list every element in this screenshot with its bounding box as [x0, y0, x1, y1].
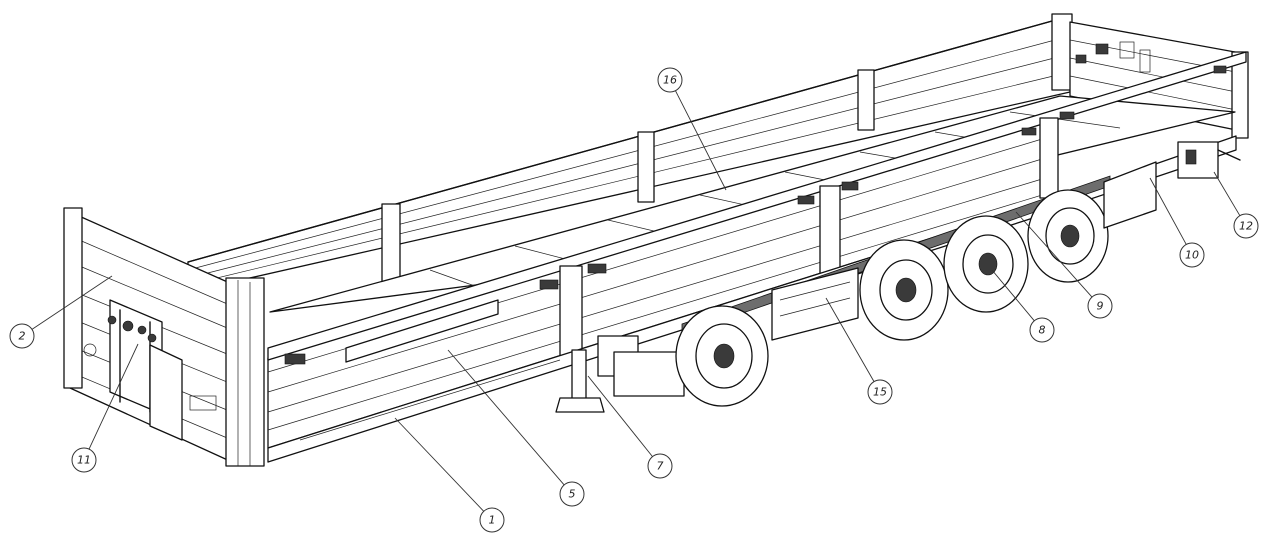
wheel-1	[675, 305, 769, 407]
callout-label: 9	[1097, 300, 1104, 313]
callout-label: 12	[1239, 220, 1253, 233]
callout-5: 5	[447, 349, 585, 507]
near-top-rail	[267, 51, 1247, 361]
far-side-wall	[187, 15, 1071, 293]
callout-leader-line	[1213, 171, 1241, 216]
callout-label: 15	[873, 386, 887, 399]
callout-circle	[647, 453, 673, 479]
callout-label: 8	[1039, 324, 1046, 337]
rear-connector-bracket	[107, 299, 217, 441]
callout-leader-line	[447, 349, 565, 486]
callout-label: 1	[489, 514, 496, 527]
callout-circle	[1029, 317, 1055, 343]
callout-circle	[1233, 213, 1259, 239]
callout-circle	[479, 507, 505, 533]
landing-gear	[555, 335, 685, 413]
under-boxes	[771, 267, 859, 341]
callout-15: 15	[825, 297, 893, 405]
callout-10: 10	[1149, 177, 1205, 268]
callout-11: 11	[71, 343, 139, 473]
callout-leader-line	[675, 90, 727, 191]
callout-7: 7	[587, 375, 673, 479]
callout-8: 8	[991, 269, 1055, 343]
near-side-stakes	[559, 117, 1059, 365]
callout-leader-line	[1149, 177, 1187, 245]
front-equipment	[1103, 141, 1241, 229]
callout-circle	[71, 447, 97, 473]
callout-circle	[559, 481, 585, 507]
callout-circle	[1179, 242, 1205, 268]
side-latches	[284, 65, 1227, 365]
wheel-4	[1027, 189, 1109, 283]
callout-leader-line	[31, 275, 113, 330]
callout-label: 5	[569, 488, 576, 501]
callout-label: 11	[77, 454, 91, 467]
callout-9: 9	[1015, 211, 1113, 319]
callout-leader-line	[394, 417, 485, 512]
callout-circle	[657, 67, 683, 93]
callout-circle	[9, 323, 35, 349]
callout-label: 16	[663, 74, 677, 87]
callout-12: 12	[1213, 171, 1259, 239]
callout-leader-line	[1015, 211, 1093, 298]
callout-16: 16	[657, 67, 727, 191]
callout-circle	[867, 379, 893, 405]
callout-leader-line	[825, 297, 875, 382]
callout-label: 10	[1185, 249, 1199, 262]
wheel-2	[859, 239, 949, 341]
callout-leader-line	[88, 343, 139, 450]
callout-2: 2	[9, 275, 113, 349]
far-side-stakes	[381, 13, 1073, 285]
callout-label: 7	[657, 460, 664, 473]
callout-circle	[1087, 293, 1113, 319]
callout-leader-line	[991, 269, 1035, 322]
callout-1: 1	[394, 417, 505, 533]
callout-leader-line	[587, 375, 653, 457]
callout-label: 2	[19, 330, 26, 343]
